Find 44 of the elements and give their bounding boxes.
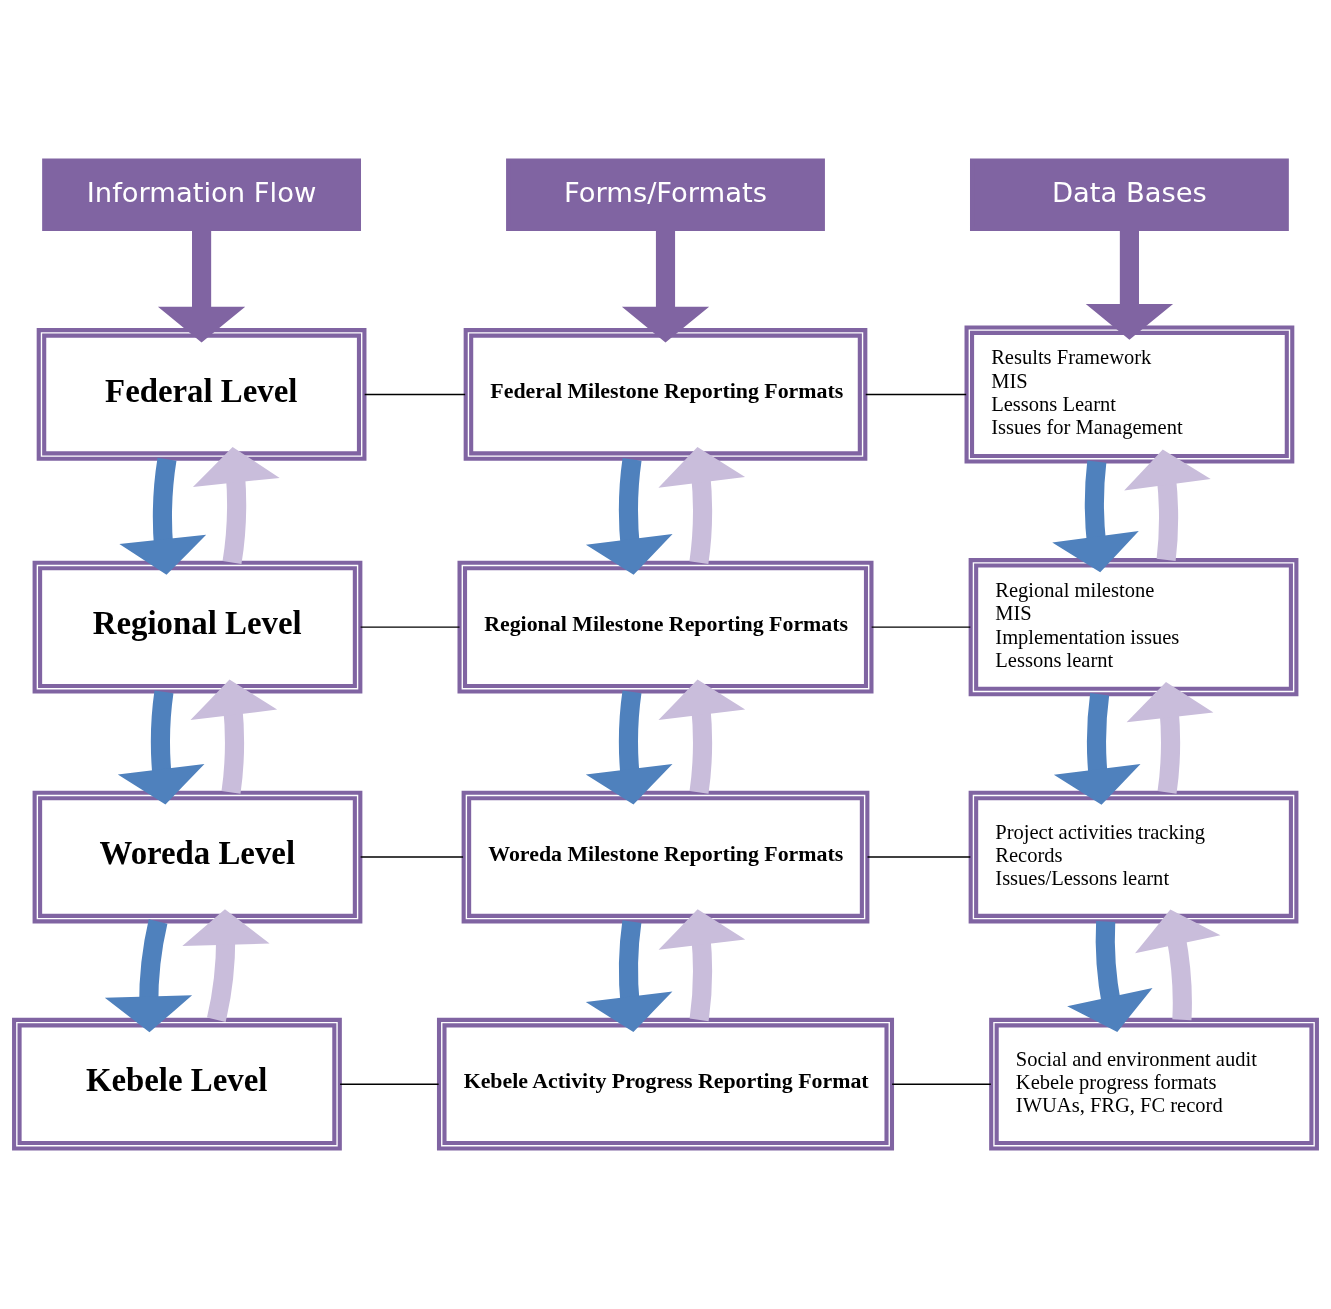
arrow: [621, 229, 710, 343]
arrow: [117, 690, 205, 805]
arrow: [157, 229, 246, 343]
connector: [364, 393, 466, 396]
arrow: [119, 457, 207, 575]
arrow: [182, 909, 270, 1022]
connector: [865, 393, 967, 396]
arrow: [1135, 909, 1221, 1021]
node-box: Regional Level: [32, 560, 363, 694]
connector: [359, 856, 464, 858]
connector: [891, 1083, 992, 1085]
arrow: [585, 920, 673, 1033]
arrow: [658, 679, 746, 794]
node-box: Project activities tracking Records Issues/Lessons learnt: [968, 790, 1299, 924]
arrow: [1053, 693, 1141, 805]
arrow: [190, 679, 278, 794]
arrow: [104, 919, 193, 1033]
arrow: [1052, 460, 1139, 573]
node-box: Social and environment audit Kebele progress formats IWUAs, FRG, FC record: [989, 1017, 1319, 1151]
arrow: [585, 690, 673, 805]
node-box: Kebele Activity Progress Reporting Format: [436, 1017, 895, 1151]
node-box: Forms/Formats: [506, 158, 825, 231]
node-box: Results Framework MIS Lessons Learnt Issues for Management: [964, 325, 1295, 464]
connector: [866, 856, 972, 858]
arrow: [658, 447, 746, 564]
connector: [359, 626, 461, 628]
node-box: Information Flow: [42, 158, 361, 231]
node-box: Regional milestone MIS Implementation issues Lessons learnt: [968, 558, 1299, 697]
node-box: Woreda Level: [32, 790, 363, 924]
arrow: [658, 909, 746, 1022]
arrow: [1067, 921, 1153, 1032]
node-box: Data Bases: [970, 158, 1289, 231]
node-box: Regional Milestone Reporting Formats: [457, 560, 874, 694]
node-box: Woreda Milestone Reporting Formats: [461, 790, 870, 924]
node-box: Kebele Level: [12, 1017, 342, 1151]
arrow: [1126, 681, 1214, 794]
connector: [339, 1083, 440, 1085]
connector: [870, 626, 972, 628]
arrow: [192, 446, 280, 564]
arrow: [1124, 449, 1211, 561]
arrow: [585, 458, 673, 575]
node-box: Federal Level: [36, 328, 367, 461]
node-box: Federal Milestone Reporting Formats: [463, 328, 868, 461]
arrow: [1085, 229, 1174, 340]
